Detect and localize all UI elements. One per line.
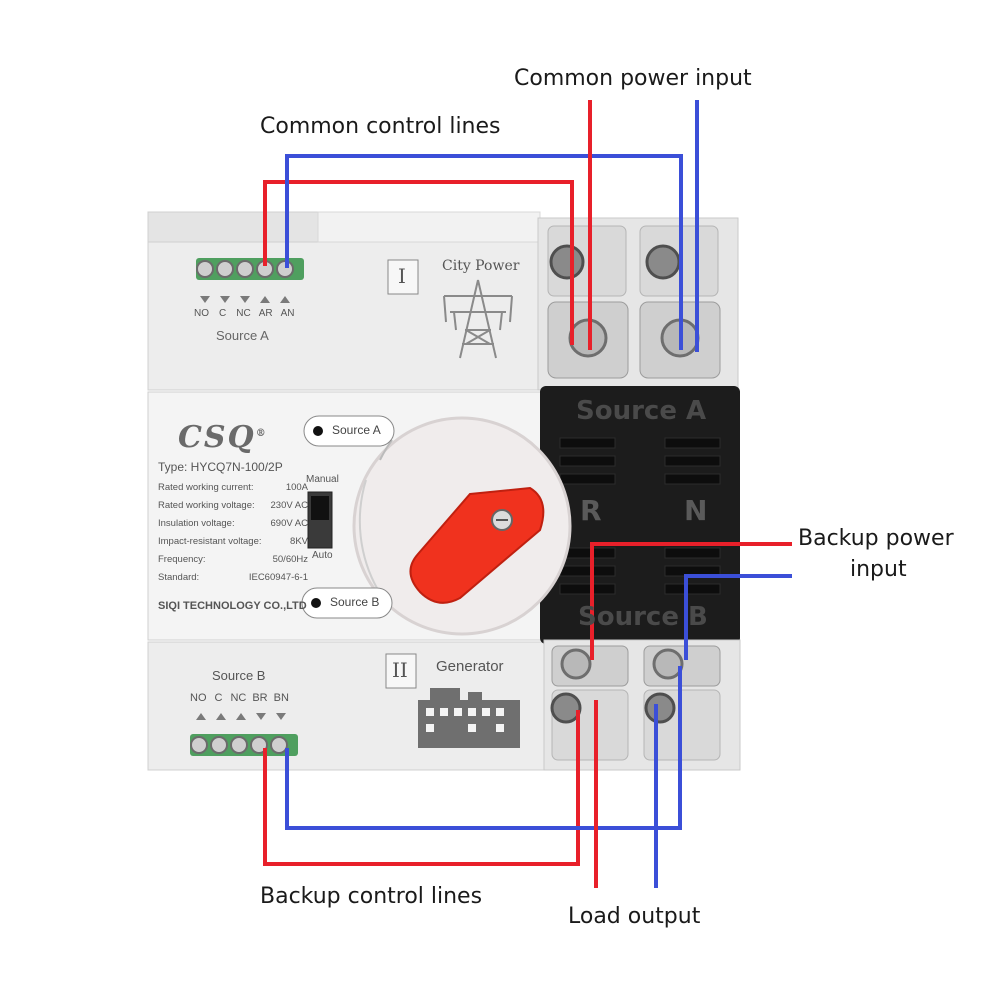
selector-pill-b: [301, 587, 393, 619]
common-control-lines-label: Common control lines: [260, 114, 501, 139]
backup-power-neutral-wire: [684, 574, 792, 660]
screw-icon: [549, 244, 585, 280]
spec-label: Standard:: [158, 572, 200, 583]
roman-numeral-a: I: [398, 264, 406, 288]
spec-value: 8KV: [290, 536, 308, 547]
switch-handle-icon: [409, 486, 545, 604]
spec-label: Frequency:: [158, 554, 206, 565]
brand-mark: ®: [255, 428, 268, 439]
spec-value: IEC60947-6-1: [248, 572, 308, 583]
type-line: Type: HYCQ7N-100/2P: [158, 460, 283, 474]
terminal-label: C: [214, 692, 223, 704]
backup-control-live-wire: [263, 710, 580, 866]
source-a-caption: Source A: [216, 328, 269, 343]
block-n-label: N: [684, 494, 708, 527]
backup-power-live-wire: [590, 542, 792, 660]
mode-switch-manual-label: Manual: [306, 474, 339, 485]
spec-value: 50/60Hz: [272, 554, 308, 565]
city-power-label: City Power: [442, 258, 520, 274]
terminal-label: NC: [230, 692, 247, 704]
spec-list: Rated working current: 100A Rated workin…: [158, 482, 308, 590]
backup-power-input-label-line1: Backup power: [798, 526, 954, 551]
spec-row: Rated working voltage: 230V AC: [158, 500, 308, 518]
roman-numeral-b: II: [392, 658, 408, 682]
upper-right-lip: [317, 211, 541, 243]
block-source-a-label: Source A: [576, 396, 707, 426]
terminal-label: BN: [273, 692, 289, 704]
common-power-input-label: Common power input: [514, 66, 752, 91]
backup-control-neutral-wire: [285, 666, 682, 830]
terminal-label: NC: [236, 308, 251, 319]
spec-row: Rated working current: 100A: [158, 482, 308, 500]
source-b-caption: Source B: [212, 668, 266, 683]
terminal-label: BR: [252, 692, 268, 704]
manufacturer-label: SIQI TECHNOLOGY CO.,LTD: [158, 600, 307, 612]
backup-control-lines-label: Backup control lines: [260, 884, 483, 909]
roman-box-b: [385, 653, 417, 689]
common-control-neutral-wire: [285, 154, 683, 350]
mode-switch-auto-label: Auto: [312, 550, 333, 561]
brand-name: CSQ: [178, 420, 256, 455]
selector-a-label: Source A: [332, 423, 381, 437]
power-tower-icon: [443, 279, 513, 359]
terminal-label: AN: [280, 308, 295, 319]
spec-value: 690V AC: [270, 518, 309, 529]
terminal-label: NO: [190, 692, 207, 704]
selector-b-label: Source B: [330, 595, 380, 609]
spec-row: Standard: IEC60947-6-1: [158, 572, 308, 590]
backup-power-input-label-line2: input: [850, 557, 907, 582]
screw-icon: [645, 244, 681, 280]
spec-value: 230V AC: [270, 500, 309, 511]
terminal-label: C: [219, 308, 227, 319]
upper-top-lip: [147, 211, 319, 243]
block-r-label: R: [580, 494, 602, 527]
common-control-live-wire: [263, 180, 574, 345]
spec-value: 100A: [285, 482, 308, 493]
spec-row: Insulation voltage: 690V AC: [158, 518, 308, 536]
brand-logo: CSQ®: [178, 420, 268, 455]
screw-icon: [550, 692, 582, 724]
roman-box-a: [387, 259, 419, 295]
spec-label: Impact-resistant voltage:: [158, 536, 262, 547]
screw-icon: [644, 692, 676, 724]
terminal-label: NO: [194, 308, 209, 319]
generator-label: Generator: [436, 658, 504, 675]
terminal-labels-b: NO C NC BR BN: [190, 692, 310, 704]
terminal-labels-a: NO C NC AR AN: [194, 308, 314, 319]
spec-label: Insulation voltage:: [158, 518, 235, 529]
spec-row: Impact-resistant voltage: 8KV: [158, 536, 308, 554]
terminal-label: AR: [258, 308, 273, 319]
load-output-label: Load output: [568, 904, 701, 929]
selector-pill-a: [303, 415, 395, 447]
spec-label: Rated working current:: [158, 482, 254, 493]
block-source-b-label: Source B: [578, 602, 708, 632]
spec-label: Rated working voltage:: [158, 500, 255, 511]
spec-row: Frequency: 50/60Hz: [158, 554, 308, 572]
